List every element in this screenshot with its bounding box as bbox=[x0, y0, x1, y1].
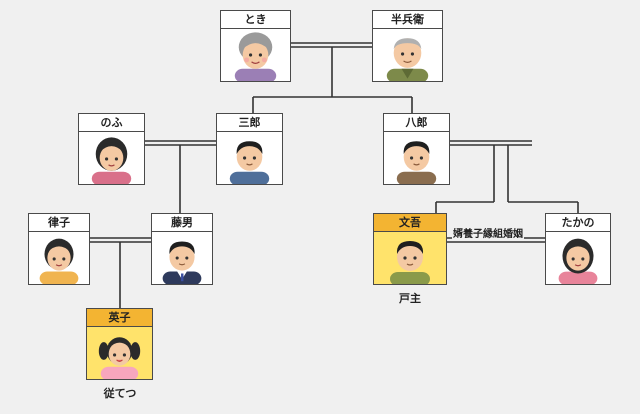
man-portrait-icon bbox=[217, 132, 282, 184]
person-card-takano[interactable]: たかの bbox=[545, 213, 611, 285]
person-name: 藤男 bbox=[152, 214, 212, 232]
woman-portrait-icon bbox=[29, 232, 89, 284]
person-name: 律子 bbox=[29, 214, 89, 232]
person-name: 文吾 bbox=[374, 214, 446, 232]
person-name: とき bbox=[221, 11, 290, 29]
eiko-role-label: 従てつ bbox=[103, 387, 137, 400]
adoption-marriage-label: 婿養子縁組婚姻 bbox=[452, 225, 524, 240]
girl-portrait-icon bbox=[87, 327, 152, 379]
elderly-woman-portrait-icon bbox=[221, 29, 290, 81]
person-name: 三郎 bbox=[217, 114, 282, 132]
person-card-hanbee[interactable]: 半兵衛 bbox=[372, 10, 443, 82]
person-name: たかの bbox=[546, 214, 610, 232]
head-of-household-label: 戸主 bbox=[399, 292, 421, 305]
person-name: のふ bbox=[79, 114, 144, 132]
woman-portrait-icon bbox=[79, 132, 144, 184]
man-in-suit-portrait-icon bbox=[152, 232, 212, 284]
person-card-hachiro[interactable]: 八郎 bbox=[383, 113, 450, 185]
man-portrait-icon bbox=[384, 132, 449, 184]
person-card-nofu[interactable]: のふ bbox=[78, 113, 145, 185]
woman-portrait-icon bbox=[546, 232, 610, 284]
elderly-man-portrait-icon bbox=[373, 29, 442, 81]
person-card-eiko[interactable]: 英子 bbox=[86, 308, 153, 380]
person-card-toki[interactable]: とき bbox=[220, 10, 291, 82]
person-name: 英子 bbox=[87, 309, 152, 327]
person-card-bungo[interactable]: 文吾 bbox=[373, 213, 447, 285]
person-card-fujio[interactable]: 藤男 bbox=[151, 213, 213, 285]
person-card-saburo[interactable]: 三郎 bbox=[216, 113, 283, 185]
person-card-ritsuko[interactable]: 律子 bbox=[28, 213, 90, 285]
man-portrait-icon bbox=[374, 232, 446, 284]
person-name: 半兵衛 bbox=[373, 11, 442, 29]
person-name: 八郎 bbox=[384, 114, 449, 132]
